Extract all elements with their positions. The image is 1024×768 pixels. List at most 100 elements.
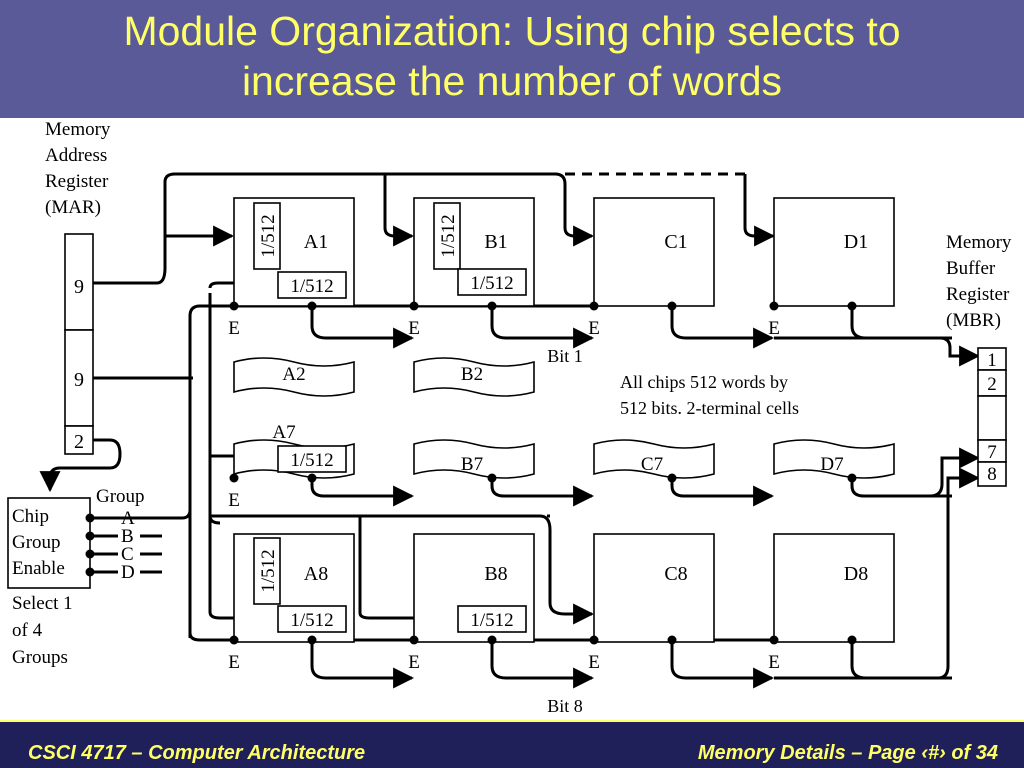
- enable-label: E: [588, 652, 600, 673]
- junction-dot: [487, 635, 497, 645]
- chip-D7: [773, 439, 895, 479]
- fraction-box: [433, 202, 461, 270]
- row7-data-wire: [310, 478, 415, 507]
- mar-label-line: Address: [45, 145, 107, 166]
- fraction-label: 1/512: [470, 273, 513, 294]
- select-label-line: of 4: [12, 620, 43, 641]
- junction-dot: [487, 473, 497, 483]
- enable-label: E: [408, 318, 420, 339]
- fraction-label: 1/512: [258, 549, 279, 592]
- enable-label: E: [228, 318, 240, 339]
- bit8-wire: [774, 467, 981, 680]
- junction-dot: [409, 635, 419, 645]
- junction-dot: [409, 301, 419, 311]
- enable-bus-row8: [188, 632, 773, 642]
- mbr-bit-label: 7: [987, 442, 997, 463]
- junction-dot: [229, 473, 239, 483]
- chip-C8: [593, 533, 715, 643]
- mbr-bit-label: 1: [987, 350, 997, 371]
- chip-C1: [593, 197, 715, 307]
- row8-data-wire: [670, 640, 775, 689]
- mbr-label-line: (MBR): [946, 310, 1001, 331]
- row7-data-wire: [670, 478, 775, 507]
- junction-dot: [229, 635, 239, 645]
- chip-label: B7: [461, 454, 483, 475]
- chip-label: D8: [844, 563, 868, 585]
- chip-group-enable-label: Enable: [12, 558, 65, 579]
- row-address-b8: [358, 516, 461, 629]
- junction-dot: [667, 635, 677, 645]
- junction-dot: [307, 635, 317, 645]
- footer-page: Memory Details – Page ‹#› of 34: [697, 742, 998, 764]
- fraction-label: 1/512: [290, 276, 333, 297]
- chip-C7: [593, 439, 715, 479]
- chip-D1: [773, 197, 895, 307]
- row1-data-wire: [490, 306, 595, 349]
- fraction-label: 1/512: [290, 610, 333, 631]
- group-label: Group: [96, 486, 145, 507]
- fraction-box: [457, 605, 527, 633]
- chip-label: C8: [664, 563, 687, 585]
- row-address-c8: [210, 514, 595, 625]
- mar-field-2: [64, 425, 94, 455]
- title-line-1: Module Organization: Using chip selects …: [123, 8, 901, 54]
- footer-course: CSCI 4717 – Computer Architecture: [28, 742, 366, 764]
- group-C-label: C: [121, 544, 134, 565]
- mar-label-line: Memory: [45, 119, 111, 140]
- junction-dot: [85, 513, 95, 523]
- dashed-lines: [360, 172, 745, 518]
- junction-dot: [85, 567, 95, 577]
- note-line-1: All chips 512 words by: [620, 372, 788, 392]
- enable-label: E: [228, 652, 240, 673]
- mbr-label-line: Buffer: [946, 258, 996, 279]
- select-label-line: Groups: [12, 647, 68, 668]
- row8-data-wire: [310, 640, 415, 689]
- row8-data-wire: [850, 640, 952, 680]
- fraction-box: [277, 605, 347, 633]
- chip-label: A2: [282, 364, 305, 385]
- row1-data-wire: [670, 306, 775, 349]
- mbr-gap: [977, 395, 1007, 441]
- group-B-label: B: [121, 526, 134, 547]
- fraction-box: [277, 271, 347, 299]
- chip-D8: [773, 533, 895, 643]
- row1-data-wire: [850, 306, 952, 340]
- chip-label: B8: [484, 563, 507, 585]
- group-a-enable: [118, 509, 192, 520]
- chip-label: C7: [641, 454, 663, 475]
- enable-label: E: [768, 318, 780, 339]
- junction-dot: [847, 301, 857, 311]
- memory-module-diagram: MemoryAddressRegister(MAR)992ChipGroupEn…: [7, 119, 1012, 716]
- mbr-label-line: Memory: [946, 232, 1012, 253]
- junction-dot: [847, 473, 857, 483]
- fraction-label: 1/512: [290, 450, 333, 471]
- mbr-bit-label: 8: [987, 464, 997, 485]
- mar-label-line: (MAR): [45, 197, 101, 218]
- a8-frac-in: [208, 516, 279, 629]
- junction-dot: [589, 635, 599, 645]
- junction-dot: [667, 301, 677, 311]
- junction-dot: [667, 473, 677, 483]
- junction-dot: [85, 531, 95, 541]
- wiring: [39, 172, 981, 689]
- title-bar: [0, 0, 1024, 118]
- chip-group-enable-label: Chip: [12, 506, 49, 527]
- fraction-box: [457, 268, 527, 296]
- address-bus-c: [93, 172, 595, 285]
- mbr-label-line: Register: [946, 284, 1010, 305]
- slide-title: Module Organization: Using chip selects …: [0, 6, 1024, 106]
- mar-field-9a: [64, 233, 94, 331]
- row7-data-wire: [490, 478, 595, 507]
- enable-bus-row1: [188, 304, 594, 317]
- select-label-line: Select 1: [12, 593, 73, 614]
- junction-dot: [487, 301, 497, 311]
- enable-label: E: [228, 490, 240, 511]
- fraction-label: 1/512: [258, 214, 279, 257]
- bit7-wire: [929, 447, 981, 498]
- junction-dot: [307, 473, 317, 483]
- title-line-2: increase the number of words: [241, 58, 783, 104]
- row1-data-wire: [310, 306, 415, 349]
- chip-label: A1: [304, 231, 328, 253]
- footer-bar: [0, 720, 1024, 768]
- bit8-label: Bit 8: [547, 696, 583, 716]
